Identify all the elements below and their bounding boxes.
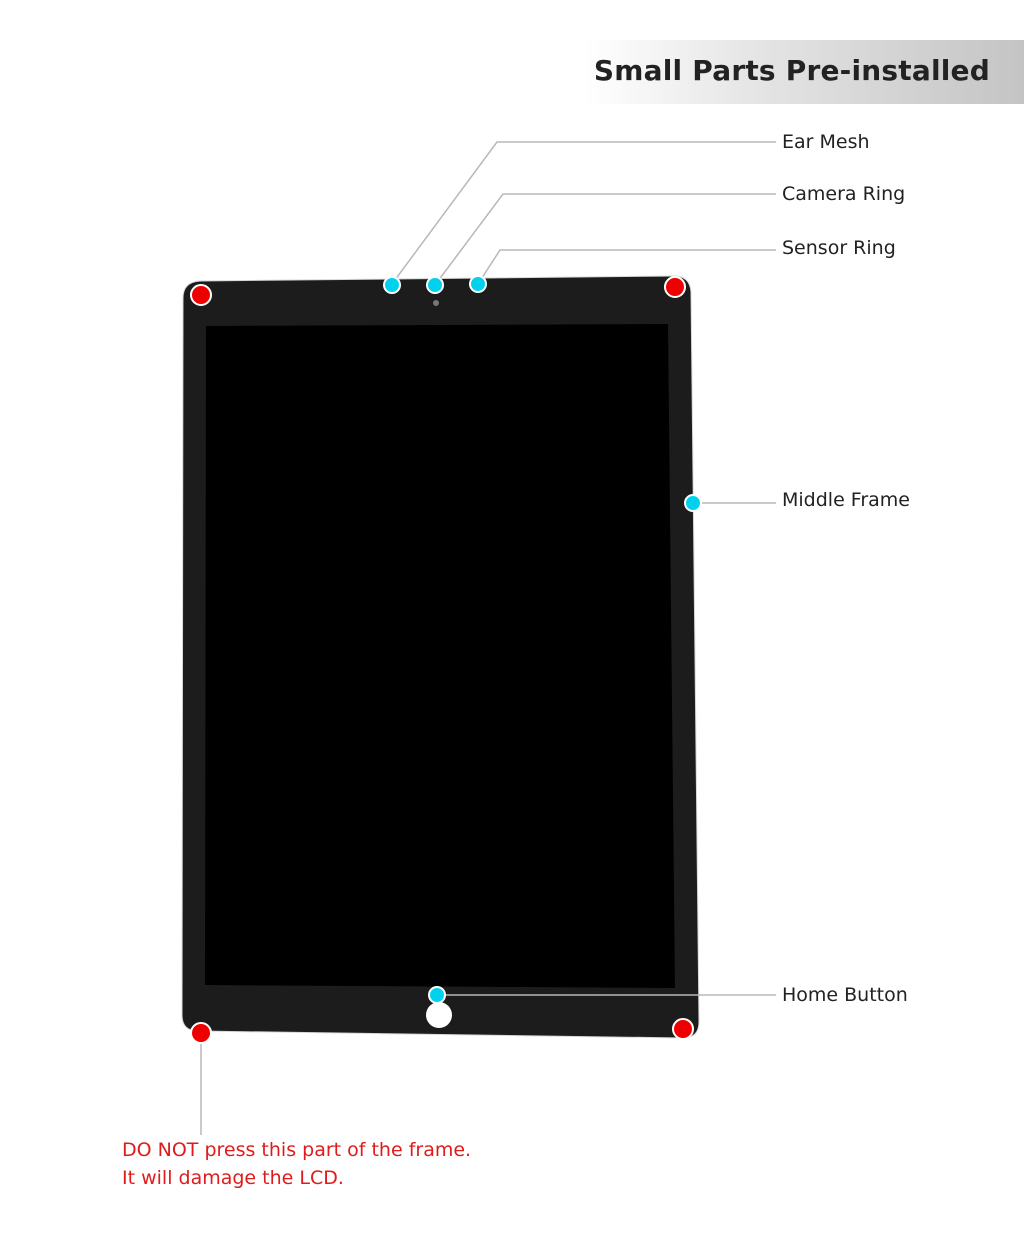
warning-marker-top-right [664,276,686,298]
home-button-marker [428,986,446,1004]
tablet-screen [205,324,675,988]
ear-mesh-leader [391,141,776,285]
label-middle-frame: Middle Frame [782,489,910,511]
warning-marker-top-left [190,284,212,306]
warning-text-line-1: DO NOT press this part of the frame. [122,1139,472,1161]
warning-text-line-2: It will damage the LCD. [122,1167,344,1189]
sensor-ring-marker [469,275,487,293]
warning-marker-bottom-right [672,1018,694,1040]
sensor-ring-leader [477,249,776,285]
camera-ring-marker [426,276,444,294]
middle-frame-marker [684,494,702,512]
label-home-button: Home Button [782,984,908,1006]
ear-mesh-marker [383,276,401,294]
label-ear-mesh: Ear Mesh [782,131,870,153]
label-sensor-ring: Sensor Ring [782,237,896,259]
title-banner: Small Parts Pre-installed [585,40,1024,104]
warning-marker-bottom-left [190,1022,212,1044]
front-camera [433,300,439,306]
leader-lines [200,141,776,1135]
label-camera-ring: Camera Ring [782,183,906,205]
home-button-glyph [426,1002,452,1028]
camera-ring-leader [434,193,776,286]
page-title: Small Parts Pre-installed [593,54,990,87]
